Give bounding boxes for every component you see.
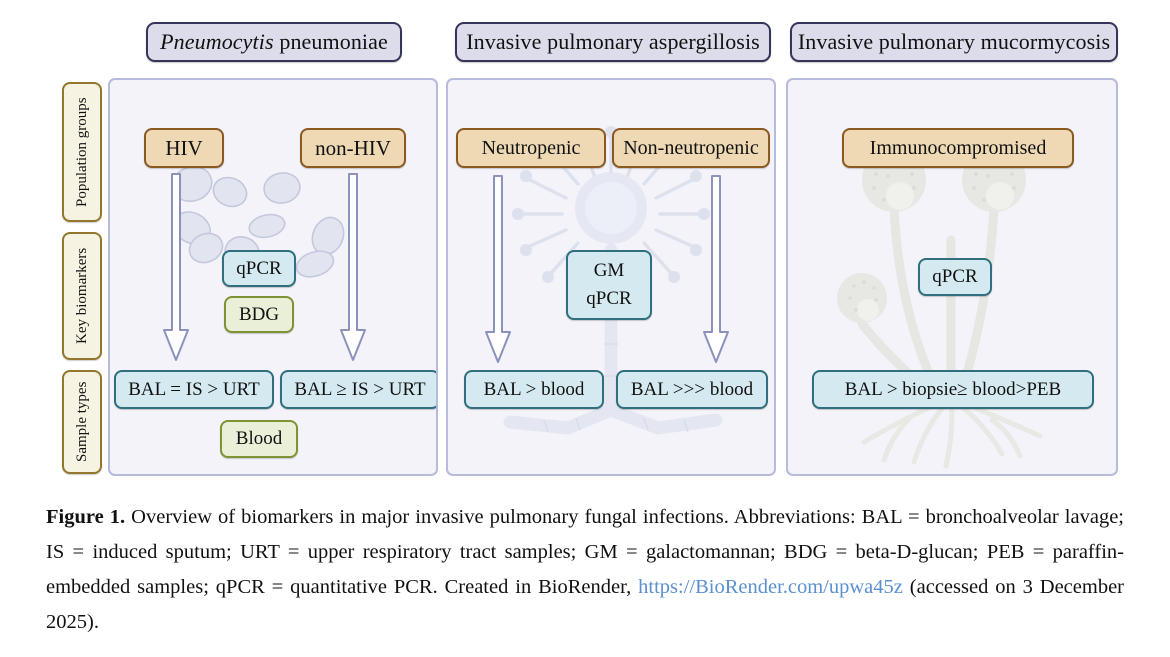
row-label-population-groups: Population groups: [62, 82, 102, 222]
sample-box-bal-is-urt-hiv: BAL = IS > URT: [114, 370, 274, 409]
row-label-text: Key biomarkers: [74, 247, 90, 345]
biomarker-label-qpcr: qPCR: [586, 288, 632, 309]
row-label-text: Sample types: [74, 381, 90, 463]
population-box-neutropenic: Neutropenic: [456, 128, 606, 168]
sample-box-bal-is-urt-nonhiv: BAL ≥ IS > URT: [280, 370, 436, 409]
row-label-text: Population groups: [74, 97, 90, 207]
row-label-key-biomarkers: Key biomarkers: [62, 232, 102, 360]
panel-title-species: pneumoniae: [279, 29, 388, 54]
caption-text-part-2: (accessed on 3 December 2025).: [46, 576, 1125, 633]
sample-box-blood: Blood: [220, 420, 298, 458]
panel-invasive-pulmonary-mucormycosis: Immunocompromised qPCR BAL > biopsie≥ bl…: [786, 78, 1118, 476]
panel-title-italic-genus: Pneumocytis: [160, 29, 274, 54]
caption-label: Figure 1.: [46, 506, 126, 528]
biomarker-box-bdg: BDG: [224, 296, 294, 333]
population-box-hiv: HIV: [144, 128, 224, 168]
biorender-link[interactable]: https://BioRender.com/upwa45z: [638, 576, 903, 598]
biomarker-box-qpcr: qPCR: [918, 258, 992, 296]
row-label-sample-types: Sample types: [62, 370, 102, 474]
panel-invasive-pulmonary-aspergillosis: Neutropenic Non-neutropenic GM qPCR BAL …: [446, 78, 776, 476]
sample-box-bal-much-blood: BAL >>> blood: [616, 370, 768, 409]
sample-box-bal-blood: BAL > blood: [464, 370, 604, 409]
caption-text-part-1: Overview of biomarkers in major invasive…: [46, 506, 1124, 598]
biomarker-label-gm: GM: [593, 260, 625, 282]
figure-caption: Figure 1. Overview of biomarkers in majo…: [46, 500, 1124, 640]
population-box-non-hiv: non-HIV: [300, 128, 406, 168]
population-box-immunocompromised: Immunocompromised: [842, 128, 1074, 168]
biomarker-box-gm-qpcr: GM qPCR: [566, 250, 652, 320]
sample-box-bal-biopsie-blood-peb: BAL > biopsie≥ blood>PEB: [812, 370, 1094, 409]
panel-title-text: Invasive pulmonary aspergillosis: [466, 29, 760, 54]
biomarker-box-qpcr: qPCR: [222, 250, 296, 287]
panel-title-mucormycosis: Invasive pulmonary mucormycosis: [790, 22, 1118, 62]
panel-title-text: Invasive pulmonary mucormycosis: [797, 29, 1111, 54]
panel-title-aspergillosis: Invasive pulmonary aspergillosis: [455, 22, 771, 62]
panel-pneumocystis-pneumoniae: HIV non-HIV qPCR BDG BAL = IS > URT BAL …: [108, 78, 438, 476]
population-box-non-neutropenic: Non-neutropenic: [612, 128, 770, 168]
